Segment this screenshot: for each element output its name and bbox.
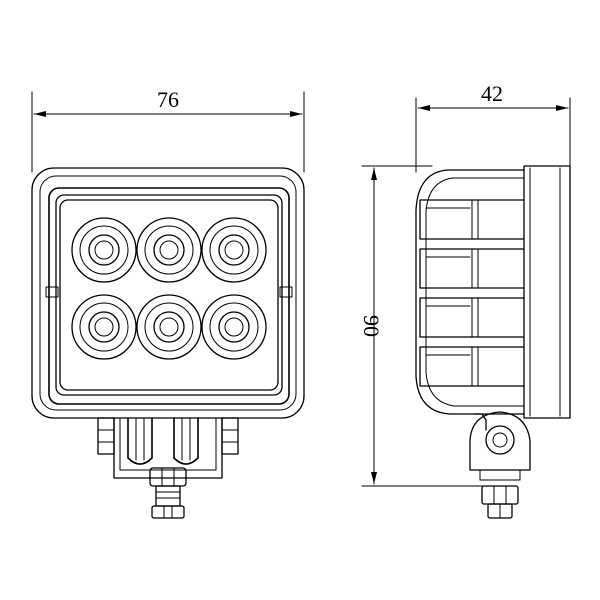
housing-inner bbox=[39, 175, 297, 411]
height-dimension: 90 bbox=[359, 165, 485, 487]
front-view: 76 bbox=[31, 87, 305, 519]
led-reflector bbox=[136, 294, 202, 360]
mount-stem bbox=[473, 413, 487, 431]
bolt-shank bbox=[155, 485, 181, 507]
side-view: 42 90 bbox=[359, 81, 571, 519]
heatsink-fin bbox=[419, 346, 525, 387]
bracket-nut bbox=[149, 467, 187, 487]
led-reflector bbox=[136, 217, 202, 283]
led-reflector bbox=[71, 217, 137, 283]
side-bolt-nut bbox=[481, 485, 519, 505]
mount-lug bbox=[469, 411, 531, 471]
bracket-plate bbox=[113, 417, 223, 479]
bracket-knuckle-right bbox=[173, 417, 199, 465]
bracket-right-ear bbox=[221, 417, 239, 455]
bolt-tip bbox=[151, 505, 185, 519]
led-reflector bbox=[71, 294, 137, 360]
heatsink-body bbox=[415, 169, 525, 415]
mount-pivot-inner bbox=[492, 432, 508, 448]
led-reflector bbox=[201, 217, 267, 283]
bracket-left-ear bbox=[97, 417, 115, 455]
heatsink-fin bbox=[419, 297, 525, 338]
left-clip bbox=[45, 286, 59, 298]
width-dimension-label: 76 bbox=[157, 87, 179, 112]
right-clip bbox=[279, 286, 293, 298]
height-dimension-label: 90 bbox=[359, 315, 384, 337]
bezel bbox=[48, 187, 290, 405]
mounting-bracket bbox=[97, 417, 239, 519]
led-reflector bbox=[201, 294, 267, 360]
heatsink-fin bbox=[419, 248, 525, 289]
heatsink-fins bbox=[419, 199, 525, 387]
depth-dimension-label: 42 bbox=[481, 81, 503, 106]
width-dimension: 76 bbox=[31, 87, 305, 173]
side-mount bbox=[469, 411, 531, 519]
bracket-knuckle-left bbox=[127, 417, 153, 465]
housing-outer bbox=[31, 167, 305, 419]
lens-frame bbox=[55, 194, 283, 396]
side-bezel bbox=[523, 165, 571, 419]
mount-pivot-outer bbox=[485, 425, 515, 455]
lens bbox=[59, 199, 279, 391]
heatsink-fin bbox=[419, 199, 525, 240]
depth-dimension: 42 bbox=[415, 81, 571, 173]
led-array bbox=[71, 217, 267, 360]
